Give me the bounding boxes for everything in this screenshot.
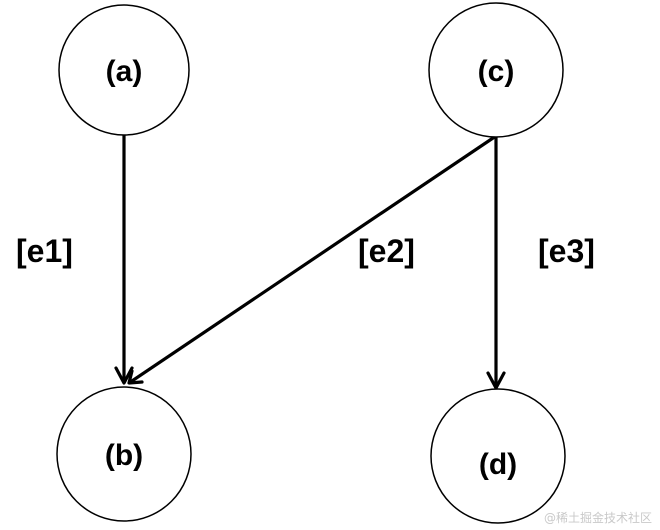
edge-e3-arrowhead (486, 371, 506, 390)
edge-e2-line (128, 134, 497, 385)
edge-e1-arrowhead (114, 366, 134, 385)
node-c-label: (c) (478, 55, 515, 88)
edge-e3-label: [e3] (538, 233, 595, 269)
node-c: (c) (428, 2, 564, 138)
edge-e1 (114, 133, 134, 385)
node-a: (a) (58, 4, 190, 136)
edge-e2-label: [e2] (358, 233, 415, 269)
node-b-circle (56, 386, 192, 522)
node-a-circle (58, 4, 190, 136)
edge-e3 (486, 136, 506, 390)
node-d-circle (430, 388, 566, 524)
edge-e1-label: [e1] (16, 233, 73, 269)
node-b-label: (b) (105, 439, 143, 472)
node-c-circle (428, 2, 564, 138)
node-a-label: (a) (106, 55, 143, 88)
edge-e2 (127, 134, 497, 385)
edge-e2-arrowhead (127, 369, 144, 385)
watermark-text: @稀土掘金技术社区 (543, 511, 652, 525)
node-d: (d) (430, 388, 566, 524)
node-b: (b) (56, 386, 192, 522)
node-d-label: (d) (479, 448, 517, 481)
